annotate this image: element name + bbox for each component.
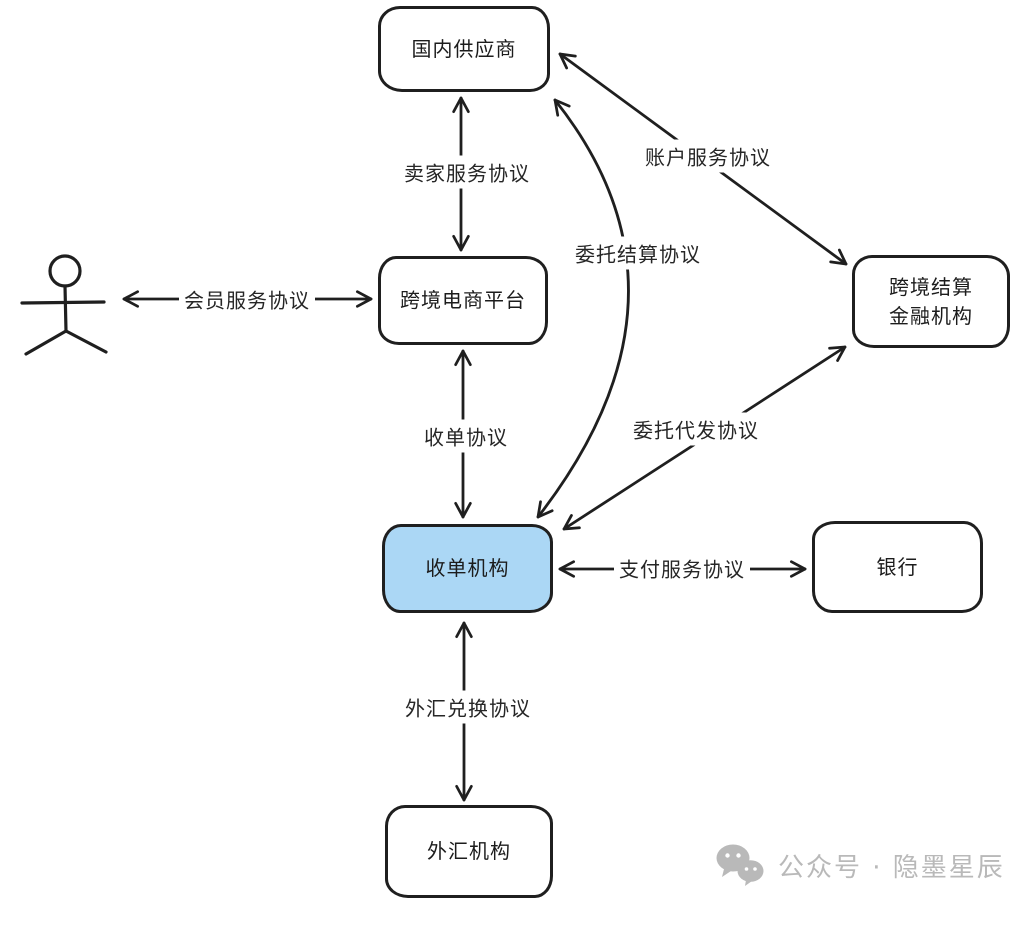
- node-label: 收单机构: [425, 556, 510, 580]
- node-label-line1: 跨境结算: [889, 274, 973, 299]
- edge-label-entrusted-settlement: 委托结算协议: [570, 236, 706, 270]
- edge-label-acquiring: 收单协议: [419, 419, 513, 453]
- node-settlement-institution: 跨境结算 金融机构: [852, 255, 1010, 348]
- watermark-text: 公众号 · 隐墨星辰: [778, 852, 1005, 883]
- node-label: 跨境电商平台: [400, 288, 526, 312]
- node-label-line2: 金融机构: [889, 303, 973, 328]
- person-icon: [20, 254, 108, 356]
- node-acquiring-institution: 收单机构: [382, 524, 553, 613]
- node-domestic-supplier: 国内供应商: [378, 6, 550, 92]
- edge-label-member-service: 会员服务协议: [179, 282, 315, 316]
- node-bank: 银行: [812, 521, 983, 613]
- edge-label-entrusted-payout: 委托代发协议: [628, 412, 764, 446]
- edge-label-seller-service: 卖家服务协议: [399, 155, 535, 189]
- node-label: 银行: [876, 554, 919, 579]
- edge-label-payment-service: 支付服务协议: [614, 551, 750, 585]
- node-label: 国内供应商: [411, 36, 517, 61]
- watermark: 公众号 · 隐墨星辰: [714, 843, 1005, 887]
- node-forex-institution: 外汇机构: [385, 805, 553, 898]
- edge-entrusted-settlement: [536, 98, 630, 519]
- node-label: 外汇机构: [427, 839, 511, 863]
- edge-label-account-service: 账户服务协议: [640, 139, 776, 173]
- wechat-icon: [716, 844, 764, 886]
- node-ecommerce-platform: 跨境电商平台: [378, 256, 548, 345]
- edge-label-forex-exchange: 外汇兑换协议: [400, 690, 536, 724]
